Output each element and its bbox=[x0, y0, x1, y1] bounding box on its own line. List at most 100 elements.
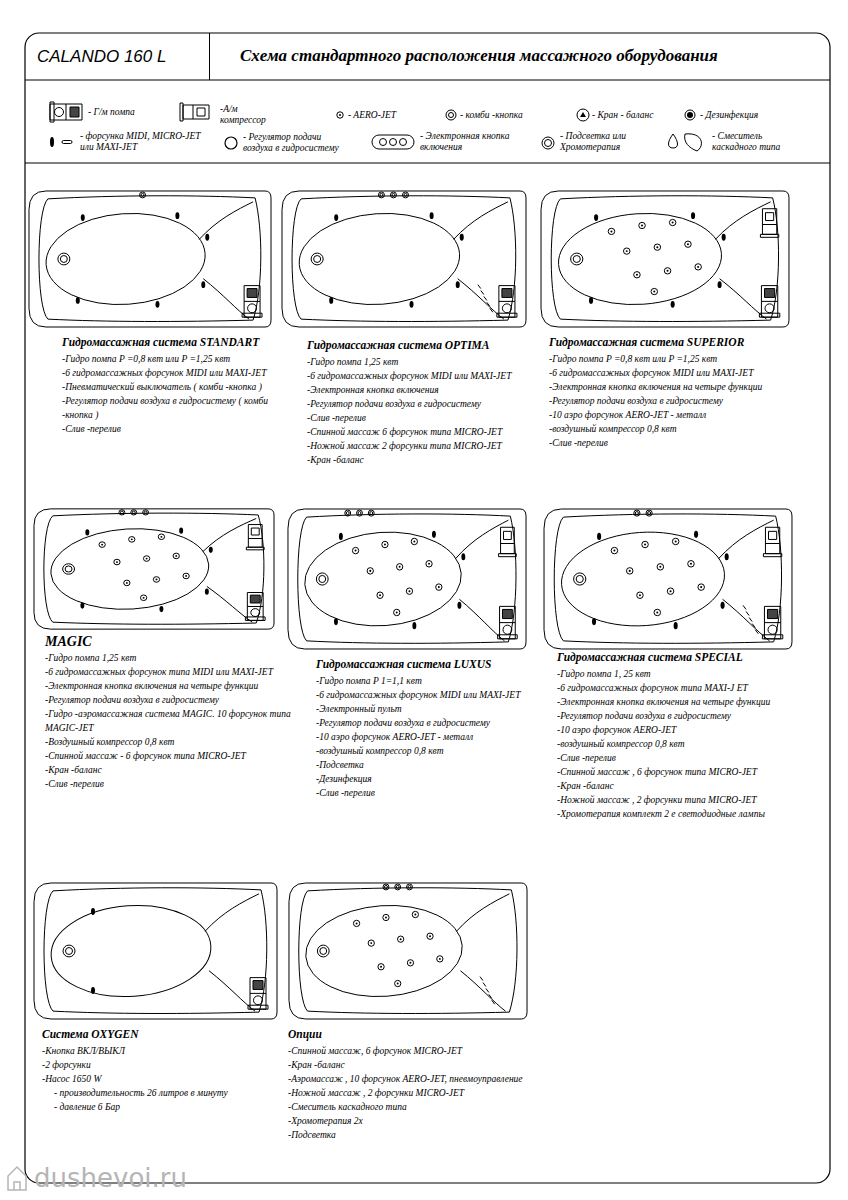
combi-button-core bbox=[384, 885, 387, 888]
compressor-symbol bbox=[180, 103, 209, 121]
combi-button bbox=[446, 110, 456, 120]
compressor-line bbox=[762, 224, 776, 225]
aero-jet bbox=[394, 609, 400, 615]
tub-rim bbox=[44, 888, 267, 1014]
tub-basin bbox=[303, 900, 466, 1001]
system-heading: Гидромассажная система SUPERIOR bbox=[549, 333, 794, 352]
text-group: Опции-Спинной массаж, 6 форсунок MICRO-J… bbox=[288, 1025, 538, 1142]
compressor-body bbox=[762, 209, 776, 235]
pump-body bbox=[244, 286, 260, 318]
hydro-jet bbox=[155, 301, 159, 308]
pump-body bbox=[761, 286, 777, 318]
bathtub-drawing bbox=[288, 509, 526, 649]
system-heading: Система OXYGEN bbox=[42, 1025, 277, 1044]
legend-entry: - AERO-JET bbox=[348, 110, 438, 121]
hydro-jet bbox=[76, 297, 80, 304]
drain bbox=[63, 945, 75, 957]
text-group: dushevoi.ru bbox=[34, 1163, 234, 1193]
aero-jet bbox=[183, 573, 189, 579]
spec-line: -Регулятор подачи воздуха в гидросистему bbox=[557, 709, 825, 723]
pump-impeller bbox=[765, 304, 774, 313]
aero-jet bbox=[651, 288, 658, 294]
aero-jet-dot bbox=[428, 563, 430, 565]
air-regulator-symbol bbox=[225, 137, 237, 149]
aero-jet-dot bbox=[126, 582, 128, 584]
aero-jet-dot bbox=[653, 291, 655, 293]
aero-jet-dot bbox=[397, 983, 399, 985]
combi-button bbox=[378, 192, 384, 198]
aero-jet-dot bbox=[380, 966, 382, 968]
micro-jet bbox=[489, 994, 492, 998]
combi-button bbox=[646, 510, 652, 516]
aero-jet-dot bbox=[644, 544, 646, 546]
legend-entry: - форсунка MIDI, MICRO-JET или MAXI-JET bbox=[80, 131, 215, 153]
aero-jet-dot bbox=[656, 611, 658, 613]
light-lens bbox=[545, 140, 552, 147]
drain-inner bbox=[576, 575, 583, 582]
aero-jet bbox=[378, 964, 384, 970]
aero-jet bbox=[397, 564, 403, 570]
hydro-jet bbox=[594, 214, 598, 221]
aero-jet-dot bbox=[626, 250, 628, 252]
drain bbox=[574, 573, 586, 585]
pump-impeller bbox=[503, 625, 512, 634]
aero-jet bbox=[383, 914, 389, 920]
combi-button bbox=[143, 510, 149, 515]
spec-line: -Электронная кнопка включения на четыре … bbox=[45, 679, 307, 693]
spec-line: -Гидро помпа P =0,8 квт или P =1,25 квт bbox=[549, 352, 794, 366]
pump-symbol bbox=[248, 978, 268, 1010]
drain bbox=[316, 573, 328, 585]
pump-base bbox=[242, 313, 262, 317]
spec-line: -Регулятор подачи воздуха в гидросистему… bbox=[62, 394, 298, 422]
compressor-inner bbox=[766, 213, 774, 221]
tub-outline bbox=[544, 509, 792, 649]
tub-seat-line bbox=[454, 202, 508, 239]
aero-jet-dot bbox=[185, 575, 187, 577]
spec-line: -Кран -баланс bbox=[557, 779, 825, 793]
spec-line: -Смеситель каскадного типа bbox=[288, 1100, 538, 1114]
hydro-jet bbox=[460, 234, 464, 241]
combi-button bbox=[402, 192, 408, 198]
combi-button bbox=[345, 510, 351, 516]
hydro-jet bbox=[329, 297, 333, 304]
compressor-body bbox=[765, 527, 779, 553]
combi-button-core bbox=[635, 512, 638, 515]
hydro-jet bbox=[81, 214, 85, 221]
pump-symbol bbox=[242, 286, 262, 318]
pump-motor bbox=[764, 289, 774, 298]
hydro-jet bbox=[432, 531, 436, 538]
pump-base bbox=[50, 102, 54, 122]
system-heading: MAGIC bbox=[45, 632, 307, 651]
pump-base bbox=[498, 635, 518, 639]
combi-button bbox=[119, 510, 125, 515]
compressor-base bbox=[246, 547, 264, 550]
pump-impeller bbox=[502, 304, 511, 313]
combi-button bbox=[140, 192, 146, 198]
aero-jet-dot bbox=[339, 114, 341, 116]
hydro-jet bbox=[91, 908, 95, 915]
aero-jet bbox=[654, 244, 661, 250]
aero-jet-dot bbox=[672, 222, 674, 224]
spec-line: -6 гидромассажных форсунок MIDI или MAXI… bbox=[307, 369, 539, 383]
pump-body bbox=[499, 286, 515, 318]
micro-jet bbox=[492, 1000, 495, 1004]
aero-jet bbox=[639, 222, 646, 228]
spec-line: -Насос 1650 W bbox=[42, 1072, 277, 1086]
spec-line: -Ножной массаж 2 форсунки типа MICRO-JET bbox=[307, 439, 539, 453]
aero-jet bbox=[637, 592, 644, 598]
spec-line: -Регулятор подачи воздуха в гидросистему bbox=[45, 693, 307, 707]
watermark: dushevoi.ru bbox=[34, 1163, 234, 1193]
spec-line: -10 аэро форсунок AERO-JET bbox=[557, 723, 825, 737]
hydro-jet bbox=[456, 281, 460, 288]
aero-jet bbox=[377, 592, 383, 598]
spec-line: -10 аэро форсунок AERO-JET - металл bbox=[316, 730, 548, 744]
aero-jet bbox=[657, 564, 664, 570]
electronic-button bbox=[372, 135, 414, 149]
hydro-jet bbox=[694, 531, 698, 538]
legend-entry: - Дезинфекция bbox=[700, 110, 810, 121]
tub-outline bbox=[34, 509, 274, 629]
hydro-jet bbox=[175, 212, 179, 219]
aero-jet-dot bbox=[384, 544, 386, 546]
aero-jet bbox=[153, 577, 159, 583]
hydro-jet bbox=[721, 602, 725, 609]
